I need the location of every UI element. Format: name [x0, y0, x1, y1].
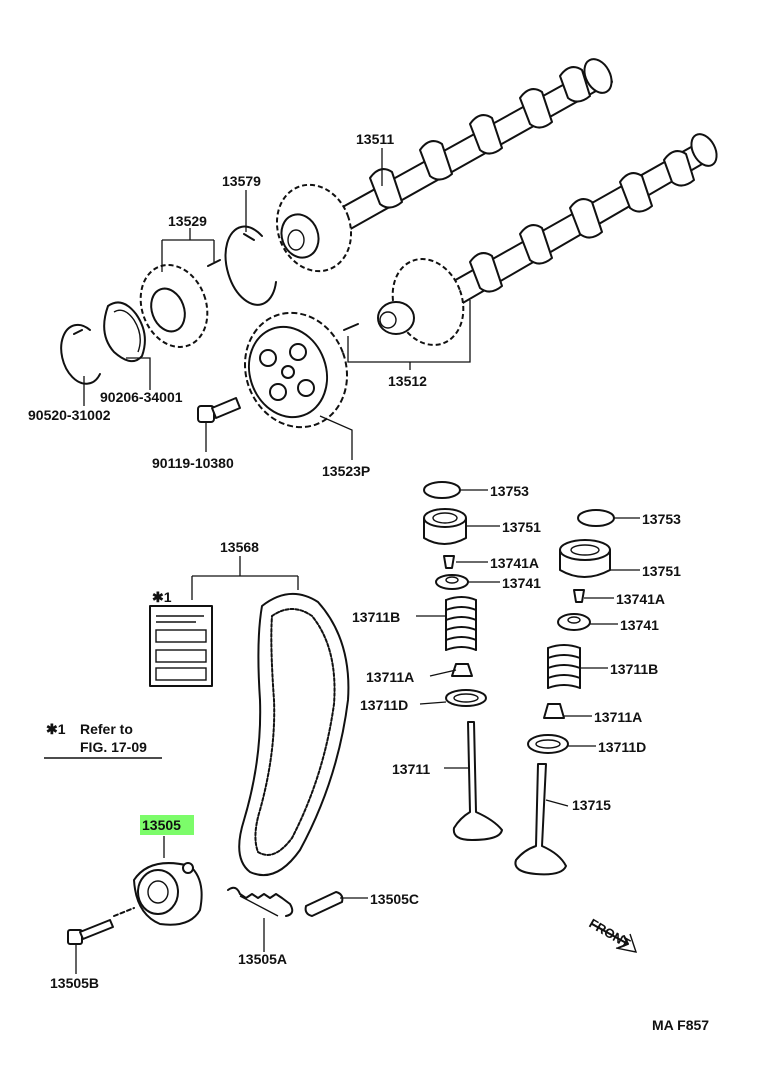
highlight-13505 — [140, 815, 194, 835]
label-13505[interactable]: 13505 — [142, 817, 181, 833]
label-13741a-b[interactable]: 13741A — [616, 591, 665, 607]
washer-13711d-a[interactable] — [445, 689, 487, 707]
shim-13753-b[interactable] — [577, 509, 615, 527]
ref-note-line2[interactable]: FIG. 17-09 — [80, 739, 147, 755]
timing-pulley-13523p[interactable] — [229, 298, 363, 441]
snap-ring-90520[interactable] — [60, 323, 101, 385]
retainer-13741-a[interactable] — [435, 574, 469, 590]
ref-mark-box: ✱1 — [152, 589, 172, 605]
label-13505c[interactable]: 13505C — [370, 891, 419, 907]
camshaft-13512[interactable] — [419, 130, 722, 323]
shim-13753-a[interactable] — [423, 481, 461, 499]
keeper-13741a-b[interactable] — [573, 589, 585, 603]
label-13741-b[interactable]: 13741 — [620, 617, 659, 633]
label-13579[interactable]: 13579 — [222, 173, 261, 189]
figure-code: MA F857 — [652, 1017, 709, 1033]
label-13512[interactable]: 13512 — [388, 373, 427, 389]
label-13751-b[interactable]: 13751 — [642, 563, 681, 579]
lifter-13751-b[interactable] — [559, 539, 611, 578]
label-13711b-a[interactable]: 13711B — [352, 609, 400, 625]
label-13711b-b[interactable]: 13711B — [610, 661, 658, 677]
timing-belt-13568[interactable] — [238, 592, 350, 877]
label-13505a[interactable]: 13505A — [238, 951, 287, 967]
seat-13711a-b[interactable] — [543, 703, 565, 719]
seat-13711a-a[interactable] — [451, 663, 473, 677]
spring-13711b-a[interactable] — [445, 596, 477, 651]
spring-13505a[interactable] — [227, 886, 294, 917]
label-13523p[interactable]: 13523P — [322, 463, 370, 479]
label-13529[interactable]: 13529 — [168, 213, 207, 229]
label-13505b[interactable]: 13505B — [50, 975, 99, 991]
tensioner-13505[interactable] — [133, 862, 203, 926]
label-13741a-a[interactable]: 13741A — [490, 555, 539, 571]
lifter-13751-a[interactable] — [423, 508, 467, 545]
ref-mark-note: ✱1 — [46, 721, 66, 737]
spring-13711b-b[interactable] — [547, 644, 581, 689]
pin-13505c[interactable] — [304, 891, 344, 917]
bolt-13505b[interactable] — [67, 907, 135, 945]
ref-note-line1: Refer to — [80, 721, 133, 737]
keeper-13741a-a[interactable] — [443, 555, 455, 569]
leader-lines — [44, 148, 640, 974]
label-90520-31002[interactable]: 90520-31002 — [28, 407, 111, 423]
label-90206-34001[interactable]: 90206-34001 — [100, 389, 183, 405]
label-13511[interactable]: 13511 — [356, 131, 394, 147]
camshaft-13511[interactable] — [329, 54, 617, 237]
label-13711d-b[interactable]: 13711D — [598, 739, 646, 755]
wave-washer-90206[interactable] — [103, 301, 146, 363]
label-13711[interactable]: 13711 — [392, 761, 430, 777]
label-13715[interactable]: 13715 — [572, 797, 611, 813]
cam-gear-upper[interactable] — [265, 174, 363, 281]
snap-ring-13579[interactable] — [224, 225, 277, 306]
sub-gear-13529[interactable] — [130, 256, 221, 357]
washer-13711d-b[interactable] — [527, 734, 569, 754]
valve-13715[interactable] — [514, 763, 567, 876]
reference-card — [149, 605, 213, 687]
label-13711a-b[interactable]: 13711A — [594, 709, 642, 725]
front-label: FRONT — [587, 916, 633, 951]
bolt-90119[interactable] — [197, 397, 241, 423]
label-13711d-a[interactable]: 13711D — [360, 697, 408, 713]
label-13741-a[interactable]: 13741 — [502, 575, 541, 591]
label-13711a-a[interactable]: 13711A — [366, 669, 414, 685]
retainer-13741-b[interactable] — [557, 613, 591, 631]
label-13751-a[interactable]: 13751 — [502, 519, 541, 535]
label-90119-10380[interactable]: 90119-10380 — [152, 455, 234, 471]
label-13753-a[interactable]: 13753 — [490, 483, 529, 499]
cam-gear-lower[interactable] — [343, 249, 475, 355]
label-13753-b[interactable]: 13753 — [642, 511, 681, 527]
label-13568[interactable]: 13568 — [220, 539, 259, 555]
valve-13711[interactable] — [452, 721, 503, 841]
front-arrow — [591, 923, 638, 953]
